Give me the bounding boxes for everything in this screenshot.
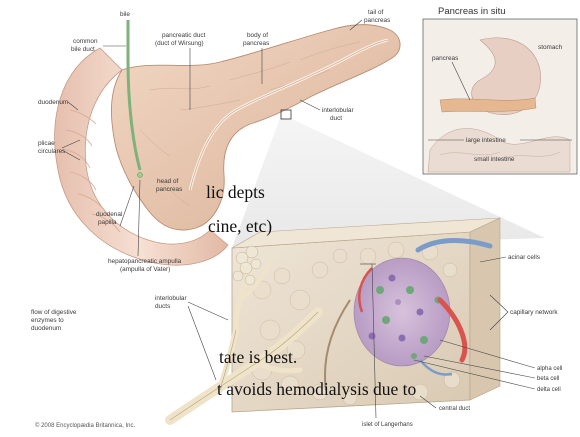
inset-label-stomach: stomach: [538, 44, 563, 51]
label-interlobular-duct-1: interlobular: [322, 107, 354, 114]
label-head-1: head of: [157, 178, 179, 185]
label-flow-2: enzymes to: [31, 317, 64, 324]
copyright-credit: © 2008 Encyclopædia Britannica, Inc.: [35, 422, 135, 429]
label-capillary-network: capillary network: [510, 309, 558, 316]
inset-label-pancreas: pancreas: [432, 55, 458, 62]
label-pancreatic-duct-1: pancreatic duct: [162, 32, 206, 39]
label-flow-1: flow of digestive: [31, 309, 77, 316]
label-central-duct: central duct: [439, 406, 470, 412]
label-duodenum: duodenum: [38, 99, 68, 106]
label-beta-cell: beta cell: [537, 376, 559, 382]
label-body-2: pancreas: [243, 40, 269, 47]
overlay-text-line3: tate is best.: [219, 349, 297, 367]
label-duodenal-papilla-1: duodenal: [96, 211, 122, 218]
overlay-text-line1: lic depts: [206, 184, 265, 202]
label-flow-3: duodenum: [31, 325, 61, 332]
label-ampulla-1: hepatopancreatic ampulla: [108, 258, 182, 265]
overlay-text-line2: cine, etc): [208, 218, 272, 236]
label-common-bile-duct-2: bile duct: [71, 46, 95, 53]
label-islet: islet of Langerhans: [362, 422, 413, 428]
label-acinar-cells: acinar cells: [508, 254, 540, 261]
label-common-bile-duct-1: common: [73, 38, 98, 45]
label-plicae-2: circulares: [38, 148, 65, 155]
label-interlobular-ducts-1: interlobular: [155, 295, 187, 302]
label-ampulla-2: (ampulla of Vater): [120, 266, 170, 273]
label-interlobular-duct-2: duct: [330, 115, 342, 122]
inset-label-large-intestine: large intestine: [466, 137, 506, 144]
label-delta-cell: delta cell: [537, 387, 561, 393]
label-tail-2: pancreas: [364, 17, 390, 24]
inset-title: Pancreas in situ: [438, 6, 506, 17]
label-duodenal-papilla-2: papilla: [98, 219, 117, 226]
label-alpha-cell: alpha cell: [537, 366, 562, 372]
overlay-text-line4: t avoids hemodialysis due to: [217, 381, 416, 399]
label-head-2: pancreas: [156, 186, 182, 193]
label-pancreatic-duct-2: (duct of Wirsung): [155, 40, 204, 47]
label-tail-1: tail of: [368, 9, 383, 16]
islet-of-langerhans: [354, 258, 450, 366]
label-body-1: body of: [247, 32, 268, 39]
label-bile: bile: [120, 11, 130, 18]
label-plicae-1: plicae: [38, 140, 55, 147]
label-interlobular-ducts-2: ducts: [155, 303, 170, 310]
inset-label-small-intestine: small intestine: [474, 156, 515, 163]
inset-pancreas-in-situ: Pancreas in situ pancreas stomach large …: [423, 6, 577, 174]
